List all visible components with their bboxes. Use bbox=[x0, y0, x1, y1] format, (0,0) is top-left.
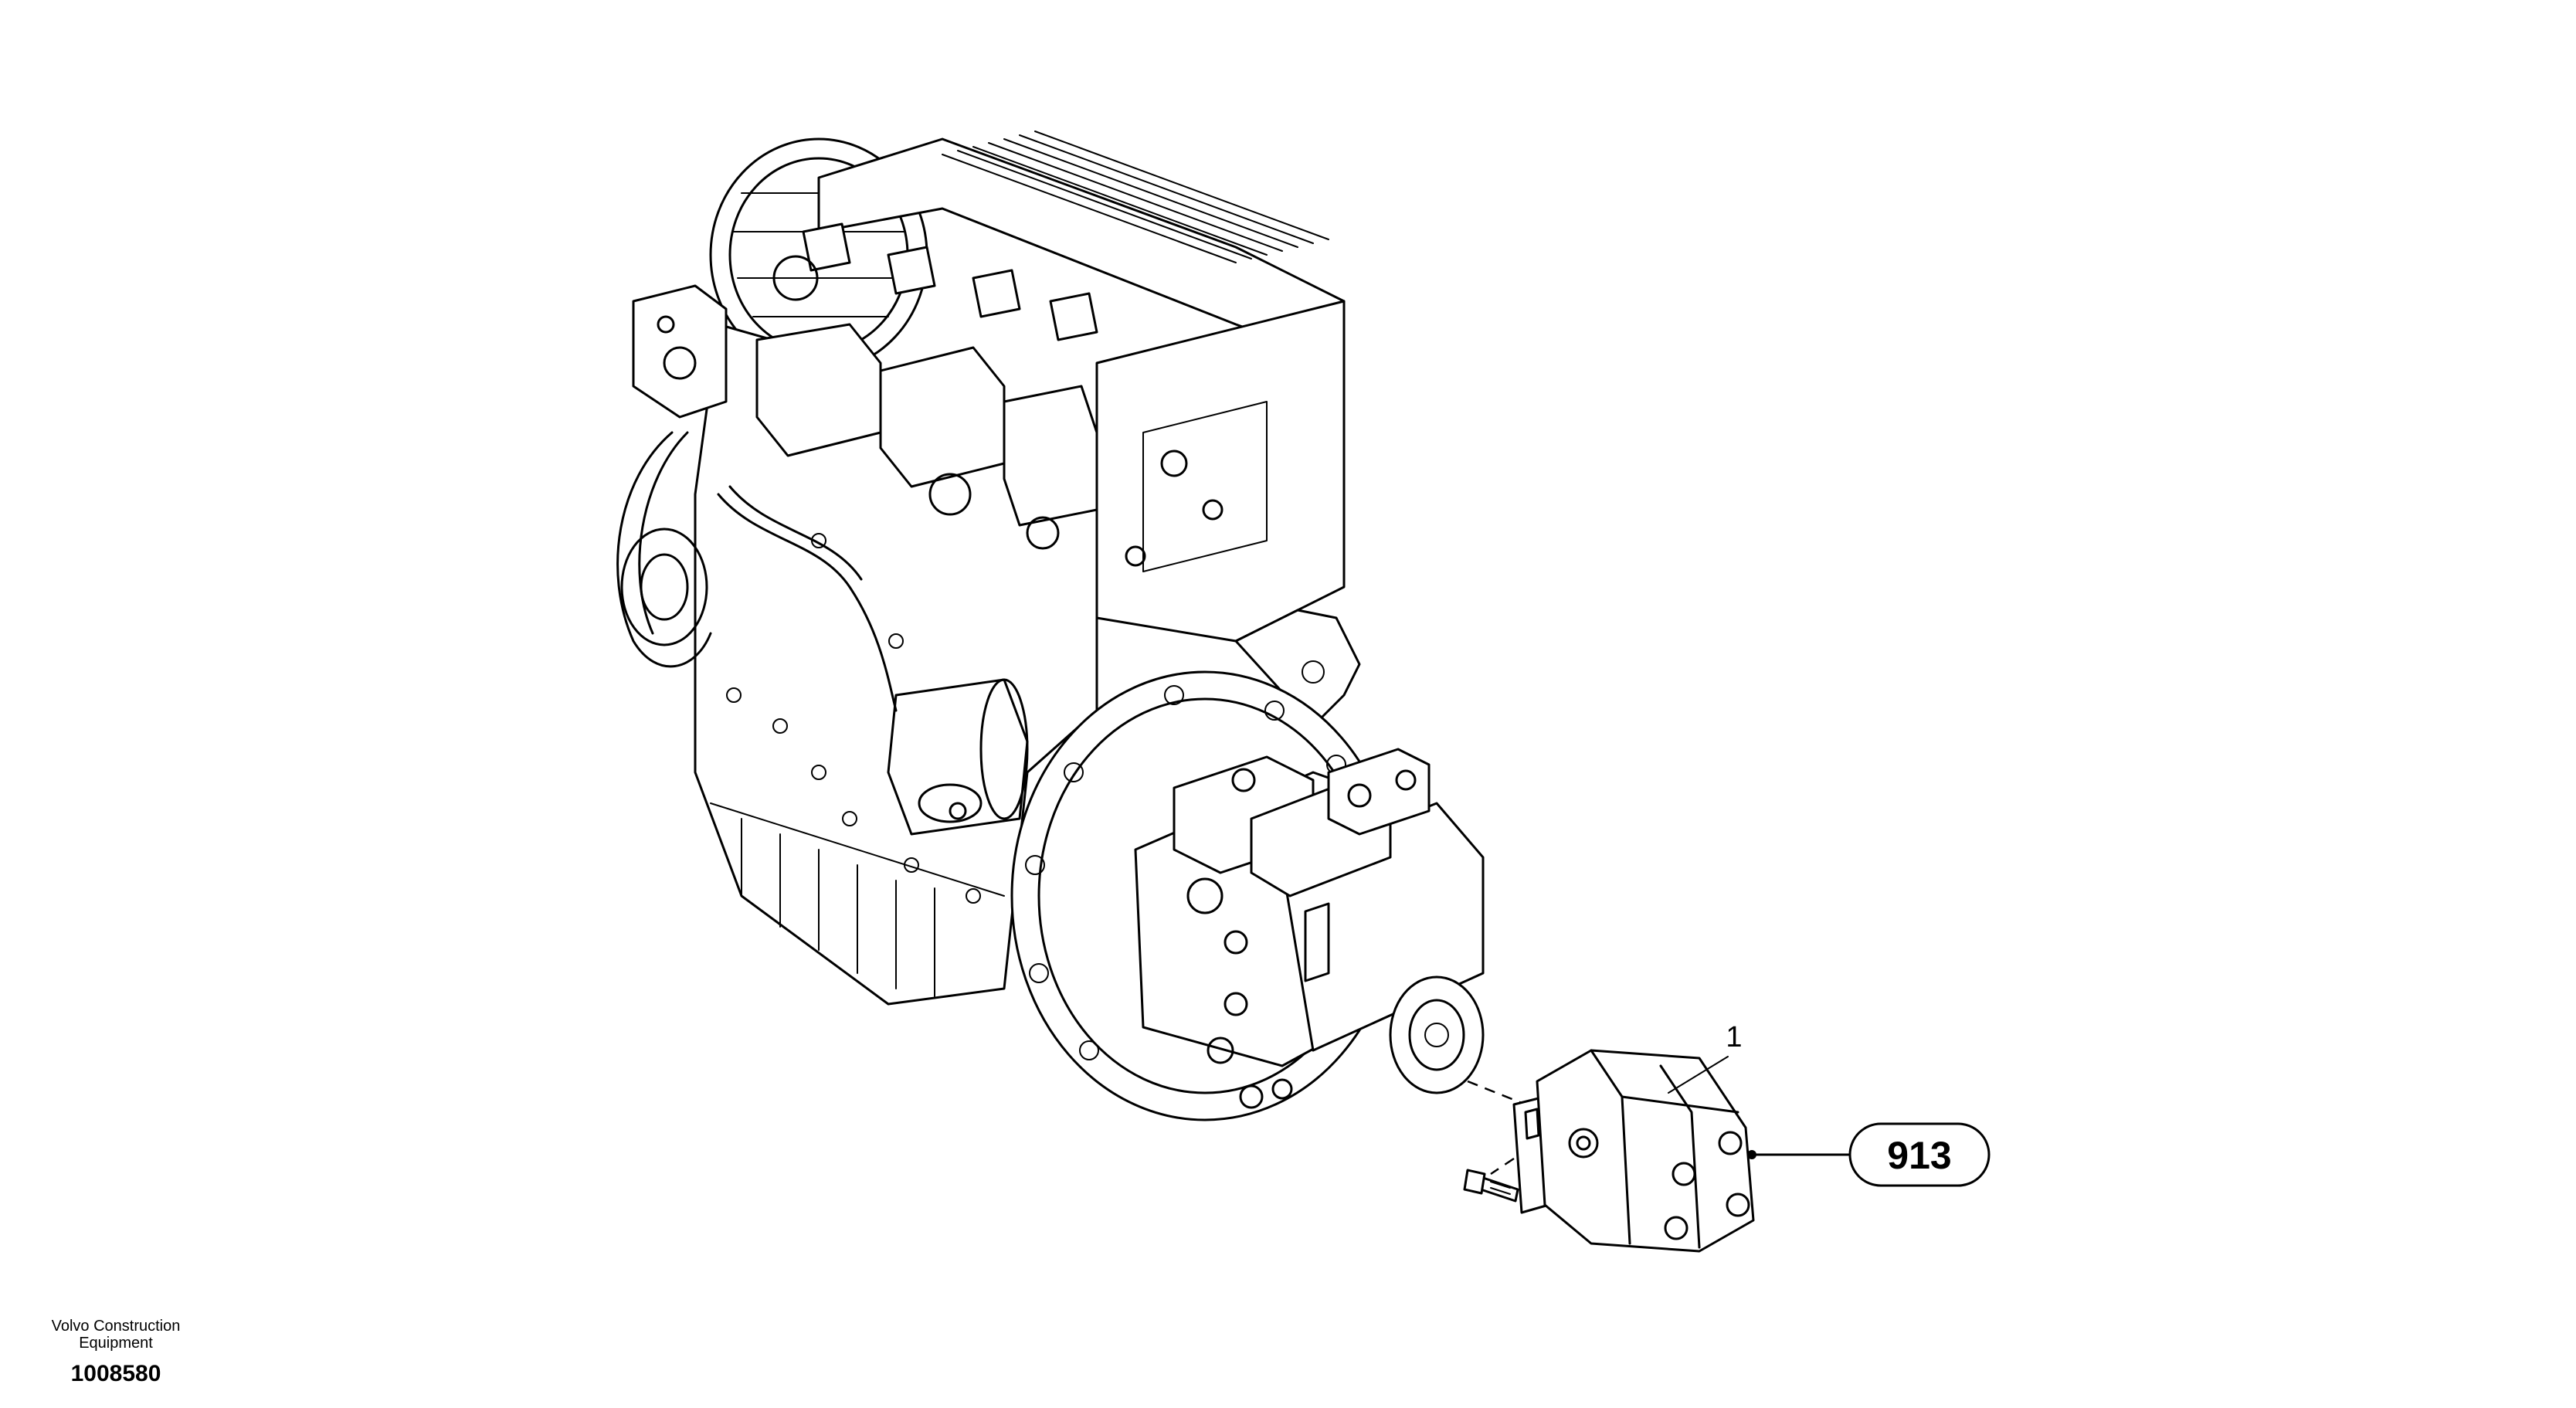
fuel-pipe bbox=[717, 493, 898, 712]
assembly-line bbox=[1490, 1157, 1515, 1176]
item-leader-line bbox=[1668, 1056, 1729, 1094]
starter-motor bbox=[887, 678, 1029, 836]
rocker-cover bbox=[755, 222, 1098, 550]
brand-label: Volvo Construction Equipment bbox=[23, 1318, 209, 1352]
brand-line-2: Equipment bbox=[79, 1335, 153, 1352]
oil-pan-ribs bbox=[710, 802, 1005, 997]
item-number-label: 1 bbox=[1726, 1021, 1742, 1053]
hydraulic-main-pump bbox=[1134, 748, 1485, 1109]
mounting-bolt bbox=[1463, 1169, 1519, 1203]
callout-oval bbox=[1848, 1122, 1991, 1187]
assembly-line bbox=[1467, 1080, 1526, 1106]
callout-leader-dot bbox=[1747, 1150, 1756, 1159]
callout-number: 913 bbox=[1887, 1134, 1951, 1177]
alternator-belt bbox=[616, 431, 712, 668]
lifting-bracket bbox=[632, 284, 728, 419]
gear-pump bbox=[1512, 1049, 1755, 1253]
engine-block bbox=[616, 131, 1346, 1006]
head-cooling-fins bbox=[942, 131, 1329, 263]
engine-front-panel bbox=[1095, 300, 1346, 643]
block-bolts bbox=[726, 533, 981, 904]
brand-line-1: Volvo Construction bbox=[51, 1318, 181, 1335]
engine-crankcase bbox=[694, 323, 1098, 1006]
document-number: 1008580 bbox=[70, 1361, 161, 1386]
